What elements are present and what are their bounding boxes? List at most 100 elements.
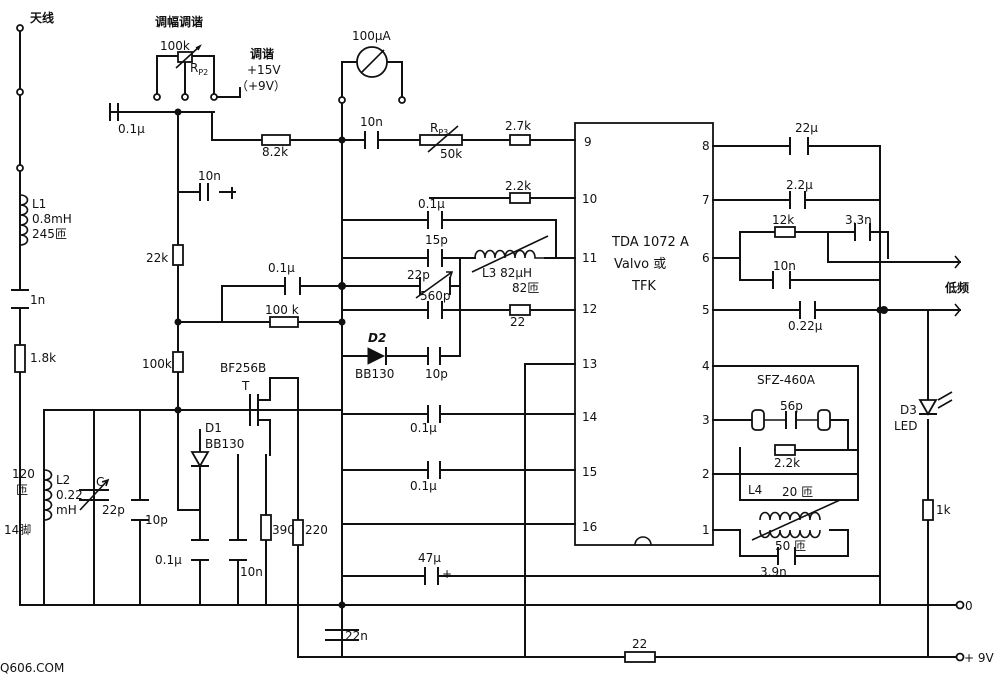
label-c10p-b: 10p xyxy=(145,513,168,527)
label-r22k: 2.2k xyxy=(505,179,531,193)
cap-22p-trim-arrow xyxy=(415,271,454,299)
label-c22n: 22n xyxy=(345,629,368,643)
label-c39n: 3.9n xyxy=(760,565,787,579)
label-r22k-c: 2.2k xyxy=(774,456,800,470)
pin-14: 14 xyxy=(582,410,597,424)
cap-56p xyxy=(785,411,797,429)
label-l3: L3 82μH xyxy=(482,266,532,280)
label-d1: D1 xyxy=(205,421,222,435)
label-9v-bracket: （+9V） xyxy=(236,79,286,93)
ic-pin-numbers: 9 10 11 12 13 14 15 16 8 7 6 5 4 3 2 1 xyxy=(582,135,710,537)
resistor-8k2 xyxy=(261,134,291,146)
label-c22p-b: 22p xyxy=(102,503,125,517)
ic-body xyxy=(574,122,714,546)
cap-560p xyxy=(427,301,443,319)
label-c10n-c: 10n xyxy=(240,565,263,579)
label-tap-14: 14脚 xyxy=(4,522,31,537)
label-meter: 100μA xyxy=(352,29,392,43)
diode-d3-led xyxy=(918,399,938,416)
cap-3n3 xyxy=(854,223,871,241)
label-c01c: 0.1μ xyxy=(268,261,295,275)
label-bb130a: BB130 xyxy=(355,367,394,381)
label-r27k: 2.7k xyxy=(505,119,531,133)
pin-15: 15 xyxy=(582,465,597,479)
pot-rp2-arrow xyxy=(175,44,202,69)
diode-d2 xyxy=(367,347,386,365)
diodes xyxy=(190,347,953,468)
label-c47: 47μ xyxy=(418,551,441,565)
resistor-2k2 xyxy=(509,192,531,204)
cap-15p xyxy=(427,249,443,267)
ic-notch xyxy=(634,536,652,546)
capacitors xyxy=(11,103,871,641)
resistor-220 xyxy=(292,519,304,546)
label-l2-turns: 120 xyxy=(12,467,35,481)
junctions xyxy=(174,108,888,609)
terminals xyxy=(16,24,965,662)
label-c15p: 15p xyxy=(425,233,448,247)
resistor-22-b xyxy=(624,651,656,663)
cap-22p xyxy=(419,277,451,295)
cap-10n-c xyxy=(229,539,247,561)
label-r22-b: 22 xyxy=(632,637,647,651)
label-c01f: 0.1μ xyxy=(410,479,437,493)
label-r12k: 12k xyxy=(772,213,794,227)
label-antenna: 天线 xyxy=(30,10,54,25)
cap-0u1-d xyxy=(191,539,209,561)
label-l3-turns: 82匝 xyxy=(512,281,539,295)
ic-tda1072a: TDA 1072 A Valvo 或 TFK xyxy=(574,122,714,546)
inductor-l2 xyxy=(43,469,53,521)
resistor-390 xyxy=(260,514,272,541)
label-c022: 0.22μ xyxy=(788,319,823,333)
cap-10p-b xyxy=(131,499,149,521)
label-t: T xyxy=(241,379,250,393)
resistor-2k7 xyxy=(509,134,531,146)
inductor-l4-arrow xyxy=(751,499,841,541)
label-c01d: 0.1μ xyxy=(155,553,182,567)
cap-10n-d xyxy=(772,271,791,289)
led-rays xyxy=(937,391,953,409)
pin-7: 7 xyxy=(702,193,710,207)
cap-0u22 xyxy=(799,301,816,319)
pin-2: 2 xyxy=(702,467,710,481)
resistor-100k xyxy=(269,316,299,328)
label-c56p: 56p xyxy=(780,399,803,413)
cap-0u1-b xyxy=(427,211,443,229)
label-plus-9v: + 9V xyxy=(964,651,995,665)
diode-d1 xyxy=(190,451,210,468)
label-l2-turns-unit: 匝 xyxy=(16,483,28,497)
pin-12: 12 xyxy=(582,302,597,316)
inductor-l3 xyxy=(474,249,545,259)
label-c22p: 22p xyxy=(407,268,430,282)
pin-10: 10 xyxy=(582,192,597,206)
pin-4: 4 xyxy=(702,359,710,373)
cap-3n9 xyxy=(777,547,796,565)
cap-10n-b xyxy=(199,183,209,201)
pot-rp2 xyxy=(177,51,193,63)
labels: 天线 调幅调谐 调谐 +15V （+9V） 100k RP2 100μA 0.1… xyxy=(0,10,995,675)
meter-100ua xyxy=(356,46,388,78)
cap-2u2 xyxy=(789,191,806,209)
label-l1-value: 0.8mH xyxy=(32,212,72,226)
label-r100k: 100 k xyxy=(265,303,299,317)
label-pot-100k: 100k xyxy=(160,39,190,53)
label-rp2: RP2 xyxy=(190,61,208,77)
label-r22: 22 xyxy=(510,315,525,329)
label-l2: L2 xyxy=(56,473,70,487)
pin-9: 9 xyxy=(584,135,592,149)
pin-1: 1 xyxy=(702,523,710,537)
label-c33n: 3.3n xyxy=(845,213,872,227)
label-r22k-b: 22k xyxy=(146,251,168,265)
label-r82k: 8.2k xyxy=(262,145,288,159)
label-c10n-d: 10n xyxy=(773,259,796,273)
label-plus: + xyxy=(442,567,452,581)
cap-c-plates xyxy=(79,489,109,501)
label-c01a: 0.1μ xyxy=(118,122,145,136)
label-r390: 390 xyxy=(272,523,295,537)
cap-10n-a xyxy=(364,131,379,149)
resistor-2k2-c xyxy=(774,444,796,456)
label-sfz: SFZ-460A xyxy=(757,373,816,387)
label-led: LED xyxy=(894,419,918,433)
label-r50k: 50k xyxy=(440,147,462,161)
